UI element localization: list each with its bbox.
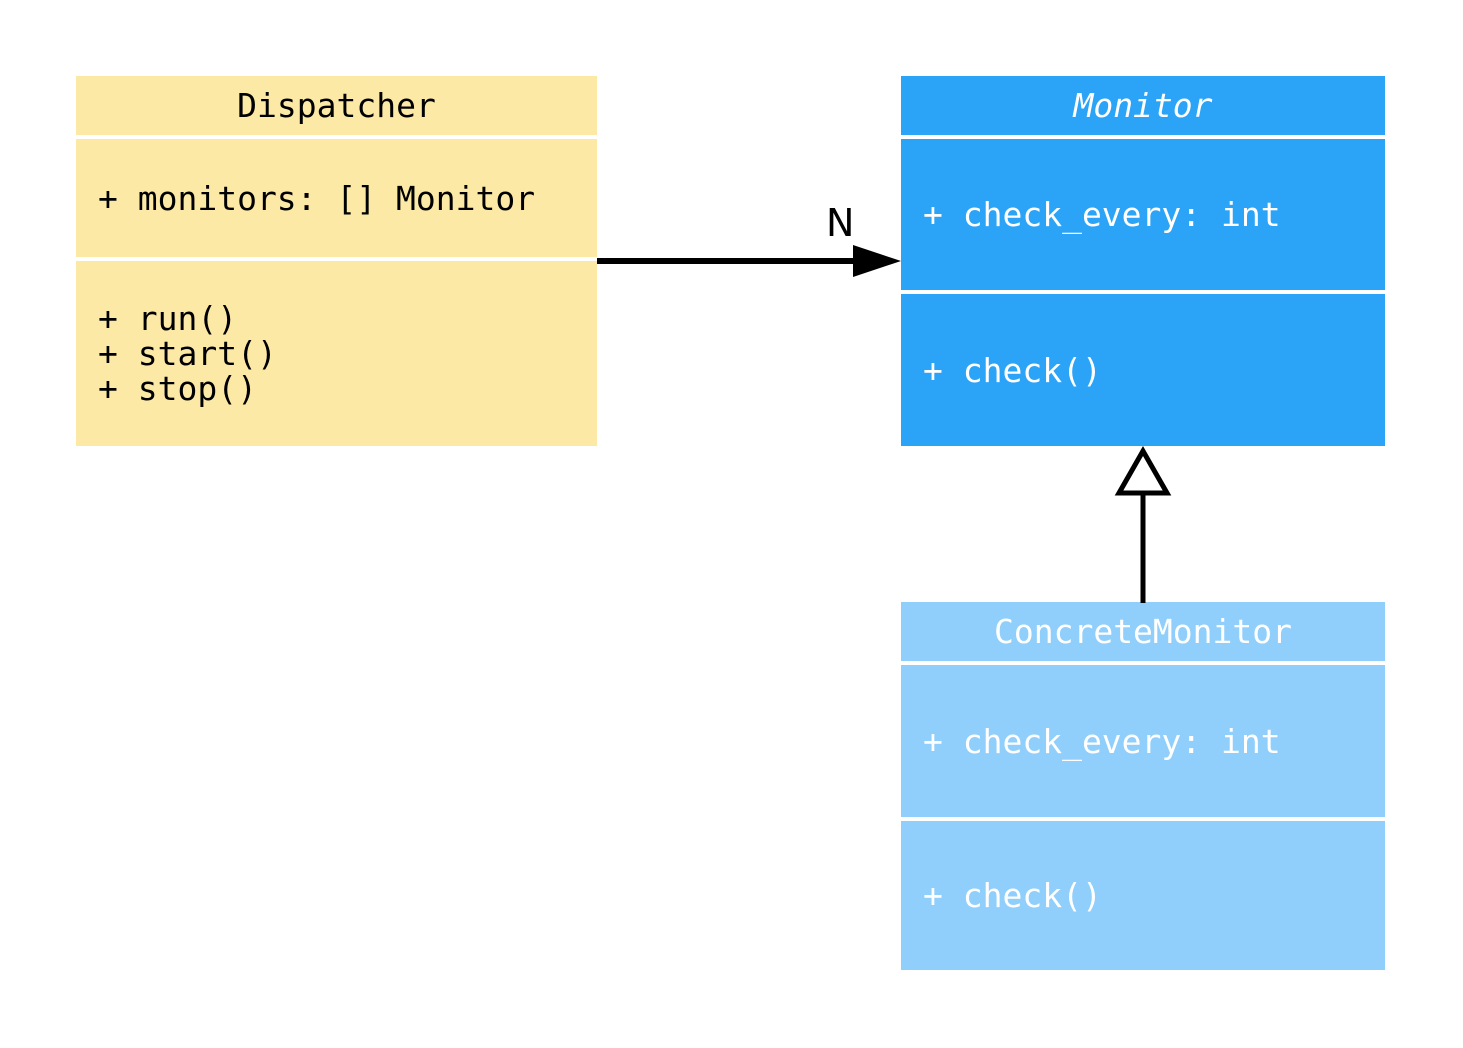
association-arrowhead-icon xyxy=(853,245,901,277)
methods-compartment-monitor: + check() xyxy=(901,294,1385,446)
attributes-compartment-concrete-monitor: + check_every: int xyxy=(901,665,1385,817)
class-box-concrete-monitor: ConcreteMonitor + check_every: int + che… xyxy=(901,602,1385,970)
class-box-monitor: Monitor + check_every: int + check() xyxy=(901,76,1385,446)
method-item: + check() xyxy=(923,876,1102,915)
method-item: + run() xyxy=(98,299,238,338)
class-title-dispatcher: Dispatcher xyxy=(76,76,597,135)
association-multiplicity-label: N xyxy=(826,201,855,245)
attributes-compartment-dispatcher: + monitors: [] Monitor xyxy=(76,139,597,257)
method-item: + start() xyxy=(98,334,277,373)
attribute-item: + check_every: int xyxy=(923,721,1281,761)
method-item: + stop() xyxy=(98,369,257,408)
class-title-concrete-monitor: ConcreteMonitor xyxy=(901,602,1385,661)
attributes-compartment-monitor: + check_every: int xyxy=(901,139,1385,290)
association-arrow xyxy=(597,245,901,277)
methods-compartment-concrete-monitor: + check() xyxy=(901,821,1385,970)
generalization-triangle-icon xyxy=(1114,445,1172,496)
class-title-monitor: Monitor xyxy=(901,76,1385,135)
methods-compartment-dispatcher: + run() + start() + stop() xyxy=(76,261,597,446)
generalization-arrow xyxy=(1114,445,1172,603)
attribute-item: + check_every: int xyxy=(923,195,1281,234)
class-box-dispatcher: Dispatcher + monitors: [] Monitor + run(… xyxy=(76,76,597,446)
attribute-item: + monitors: [] Monitor xyxy=(98,178,536,218)
method-item: + check() xyxy=(923,350,1102,390)
